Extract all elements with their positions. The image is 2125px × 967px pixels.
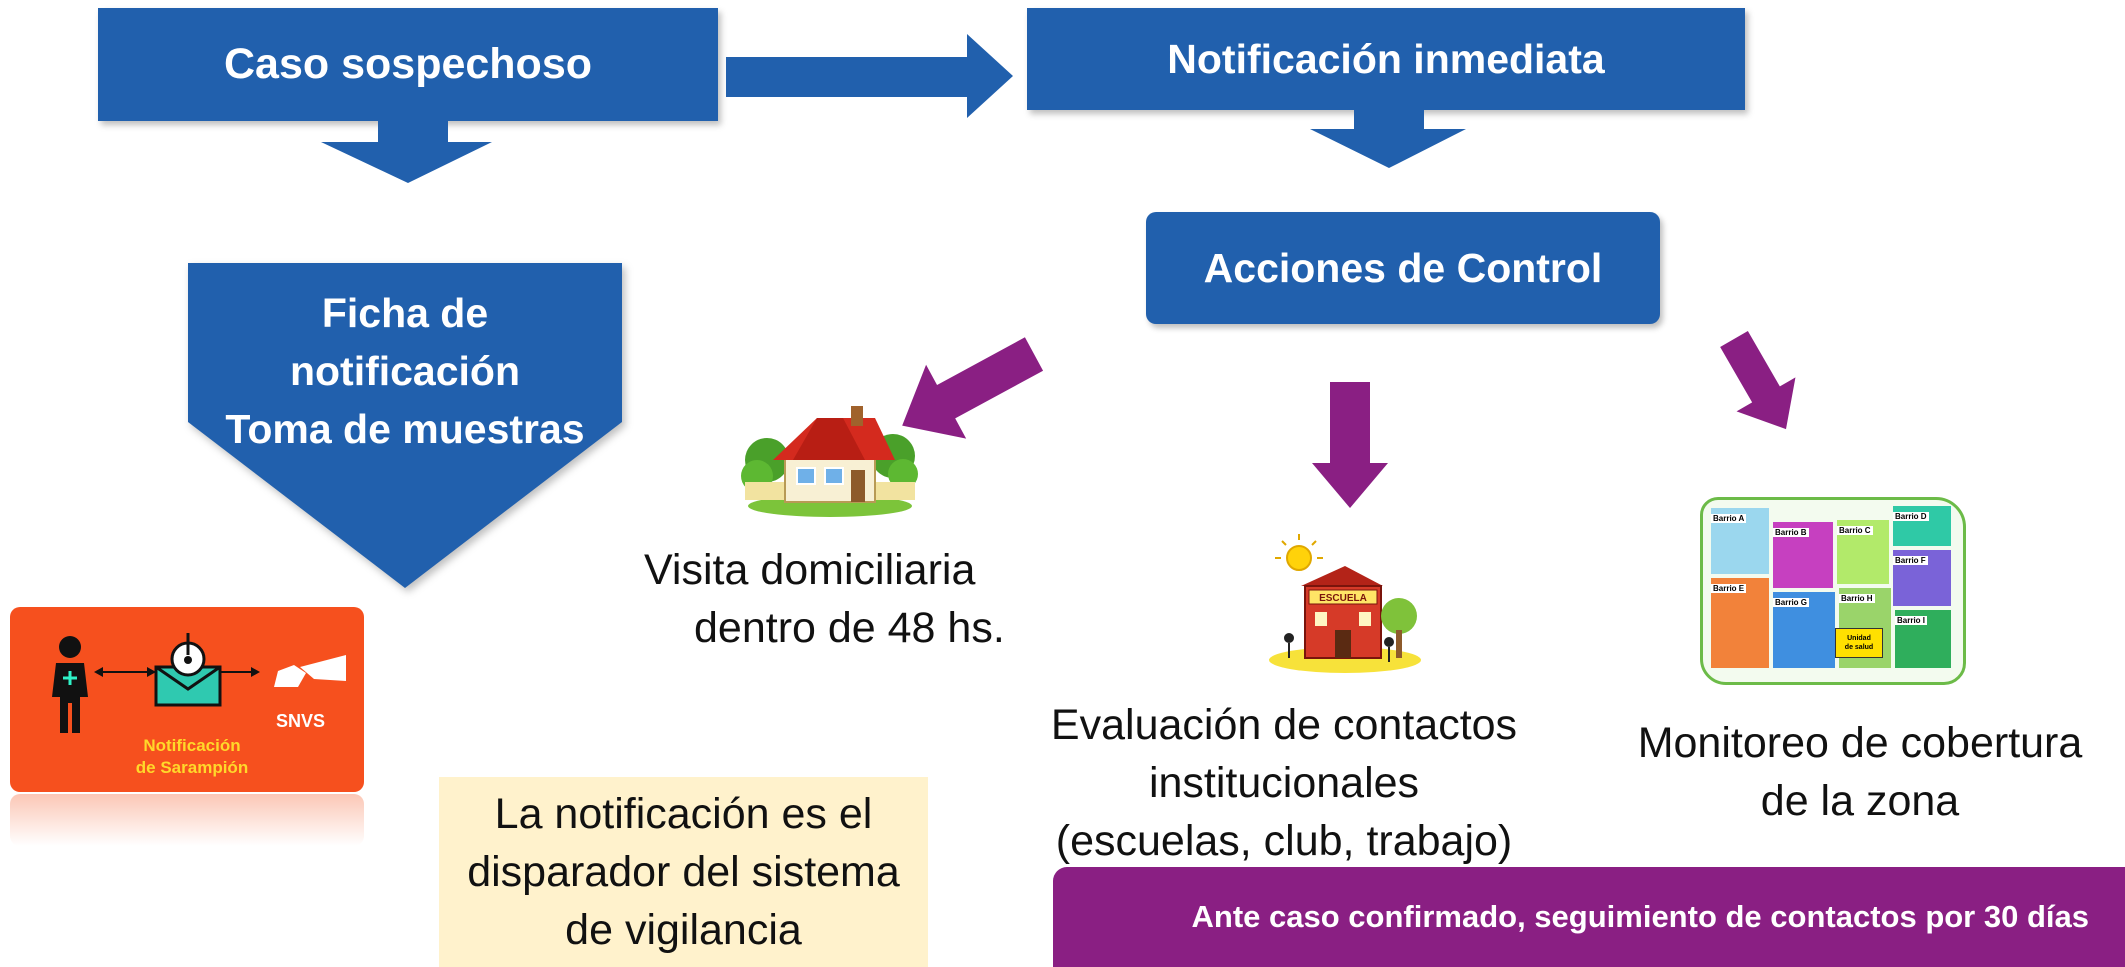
barrio-i: Barrio I: [1895, 610, 1951, 668]
barrio-b-label: Barrio B: [1773, 528, 1809, 537]
arrow-to-map: [1720, 331, 1796, 430]
home-visit-label: Visita domiciliaria dentro de 48 hs.: [600, 541, 1050, 657]
form-line-3: Toma de muestras: [225, 406, 585, 452]
barrio-i-label: Barrio I: [1895, 616, 1928, 625]
note-box: La notificación es el disparador del sis…: [439, 777, 928, 967]
down-arrow-left: [321, 121, 492, 183]
note-line-2: disparador del sistema: [467, 848, 900, 896]
barrio-d: Barrio D: [1893, 506, 1951, 546]
health-unit: Unidad de salud: [1835, 628, 1883, 658]
barrio-g-label: Barrio G: [1773, 598, 1810, 607]
coverage-label: Monitoreo de cobertura de la zona: [1600, 714, 2120, 830]
contacts-line-3: (escuelas, club, trabajo): [1055, 817, 1513, 865]
house-icon: [741, 406, 918, 517]
barrio-f-label: Barrio F: [1893, 556, 1928, 565]
suspect-case-box: Caso sospechoso: [98, 8, 718, 121]
snvs-caption-line-2: de Sarampión: [135, 758, 249, 777]
home-visit-line-2: dentro de 48 hs.: [694, 604, 1005, 652]
arrow-to-school: [1312, 382, 1388, 508]
follow-up-banner: Ante caso confirmado, seguimiento de con…: [1053, 867, 2125, 967]
snvs-logo-icon: [274, 655, 346, 687]
barrio-e-label: Barrio E: [1711, 584, 1747, 593]
coverage-line-2: de la zona: [1760, 777, 1960, 825]
control-actions-box: Acciones de Control: [1146, 212, 1660, 324]
arrow-to-home: [902, 337, 1044, 439]
barrio-a-label: Barrio A: [1711, 514, 1747, 523]
form-text: Ficha de notificación Toma de muestras: [188, 284, 622, 458]
barrio-f: Barrio F: [1893, 550, 1951, 606]
follow-up-banner-text: Ante caso confirmado, seguimiento de con…: [1191, 899, 2089, 934]
down-arrow-right: [1310, 110, 1466, 168]
contacts-line-2: institucionales: [1148, 759, 1420, 807]
snvs-card-reflection: [10, 794, 364, 846]
neighbourhood-map: Barrio A Barrio B Barrio C Barrio D Barr…: [1700, 497, 1966, 685]
form-line-2: notificación: [289, 348, 521, 394]
school-icon: ESCUELA: [1269, 534, 1421, 673]
right-arrow: [726, 34, 1013, 118]
barrio-a: Barrio A: [1711, 508, 1769, 574]
person-icon: [52, 636, 88, 733]
barrio-d-label: Barrio D: [1893, 512, 1929, 521]
contacts-label: Evaluación de contactos institucionales …: [1024, 696, 1544, 870]
barrio-e: Barrio E: [1711, 578, 1769, 668]
snvs-card: SNVS Notificación de Sarampión: [10, 607, 364, 792]
immediate-notification-box: Notificación inmediata: [1027, 8, 1745, 110]
suspect-case-label: Caso sospechoso: [224, 40, 592, 88]
barrio-c: Barrio C: [1837, 520, 1889, 584]
snvs-caption-line-1: Notificación: [143, 736, 241, 755]
snvs-badge: SNVS: [276, 711, 326, 731]
barrio-c-label: Barrio C: [1837, 526, 1873, 535]
note-line-3: de vigilancia: [565, 906, 802, 954]
school-sign: ESCUELA: [1319, 593, 1367, 604]
immediate-notification-label: Notificación inmediata: [1167, 35, 1605, 82]
barrio-b: Barrio B: [1773, 522, 1833, 588]
envelope-icon: [154, 633, 222, 707]
contacts-line-1: Evaluación de contactos: [1050, 701, 1518, 749]
health-unit-line-2: de salud: [1844, 644, 1874, 651]
snvs-caption: Notificación de Sarampión: [120, 735, 264, 779]
note-line-1: La notificación es el: [494, 790, 873, 838]
barrio-g: Barrio G: [1773, 592, 1835, 668]
form-line-1: Ficha de: [321, 290, 489, 336]
home-visit-line-1: Visita domiciliaria: [644, 546, 976, 594]
coverage-line-1: Monitoreo de cobertura: [1637, 719, 2083, 767]
health-unit-line-1: Unidad: [1847, 635, 1871, 642]
control-actions-label: Acciones de Control: [1203, 244, 1603, 291]
barrio-h-label: Barrio H: [1839, 594, 1875, 603]
